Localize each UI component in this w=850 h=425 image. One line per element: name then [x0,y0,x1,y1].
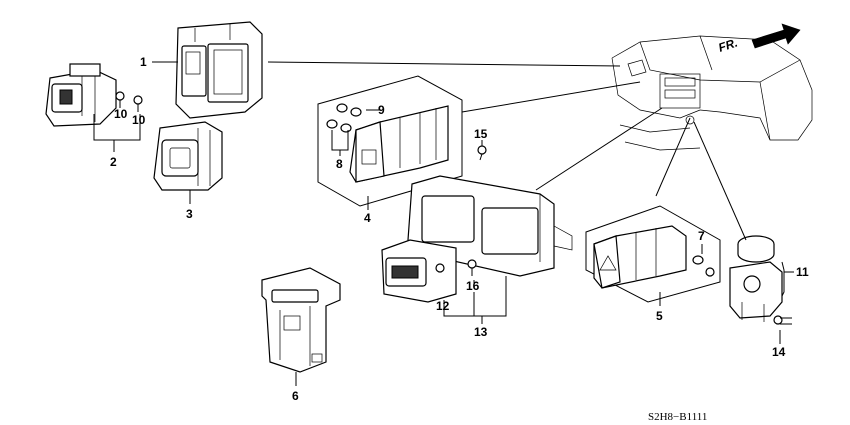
leader-lines [93,61,794,386]
part-number-labels: 1 2 3 4 5 6 7 8 9 10 10 11 12 13 14 15 1… [110,55,809,403]
part-8-bulbs [326,119,352,133]
part-number-11: 11 [796,265,809,279]
part-7-bulb [692,255,715,277]
fr-label: FR. [717,36,740,55]
part-16-screw [467,259,477,276]
part-number-10b: 10 [132,113,146,127]
part-number-14: 14 [772,345,786,359]
part-5-hazard-switch [593,225,687,289]
part-12-accessory-box [381,239,457,303]
dashboard-illustration [611,35,813,151]
part-number-10a: 10 [114,107,128,121]
part-1-switch-bezel [175,21,263,119]
part-number-2: 2 [110,155,117,169]
part-number-16: 16 [466,279,480,293]
part-2-switch-assembly [45,63,117,127]
part-11-ignition-assembly [729,235,783,322]
part-number-5: 5 [656,309,663,323]
front-direction-indicator: FR. [717,23,801,55]
part-number-9: 9 [378,103,385,117]
part-number-4: 4 [364,211,371,225]
part-4-defroster-switch [349,105,449,183]
part-number-7: 7 [698,229,705,243]
part-6-socket [261,267,341,373]
part-14-screw [773,315,792,325]
front-arrow-icon [751,23,801,49]
part-number-1: 1 [140,55,147,69]
part-15-screw [477,145,487,161]
part-5-group-box [585,205,721,303]
part-number-12: 12 [436,299,450,313]
part-number-8: 8 [336,157,343,171]
part-number-15: 15 [474,127,488,141]
part-3-mirror-switch [153,121,223,191]
diagram-code: S2H8−B1111 [648,411,707,423]
part-9-bulbs [336,103,362,117]
part-number-3: 3 [186,207,193,221]
part-number-13: 13 [474,325,488,339]
part-4-group-box [317,75,463,207]
part-10-screws [115,91,143,112]
part-number-6: 6 [292,389,299,403]
